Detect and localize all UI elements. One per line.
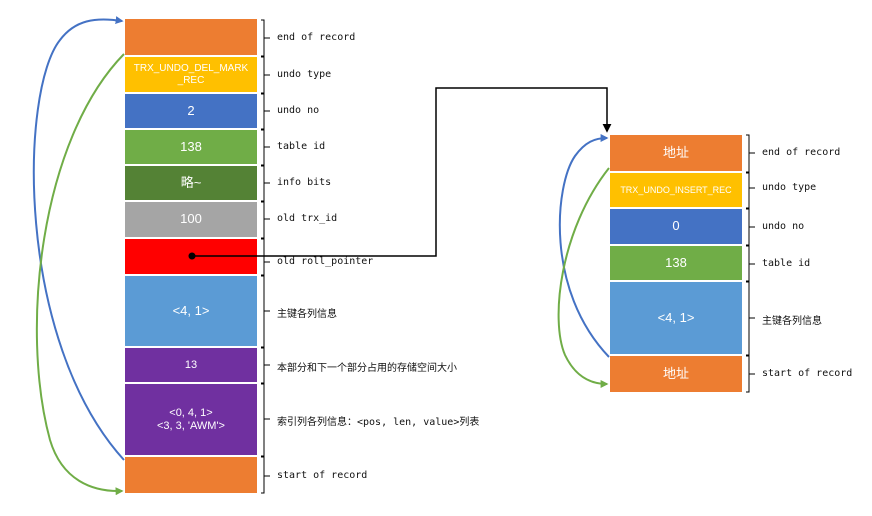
label-undo-no: undo no [762,221,805,232]
left-record-brackets [261,19,270,494]
label-primary-key-info: 主键各列信息 [762,316,822,327]
field-start-of-record: 地址 [609,355,743,393]
label-start-of-record: start of record [277,470,368,481]
right-record-brackets [746,134,755,393]
label-info-bits: info bits [277,177,332,188]
label-undo-no: undo no [277,105,320,116]
field-index-columns-info: <0, 4, 1> <3, 3, 'AWM'> [124,383,258,456]
label-index-columns-info: 索引列各列信息：<pos, len, value>列表 [277,417,480,428]
field-undo-type: TRX_UNDO_INSERT_REC [609,172,743,208]
label-table-id: table id [762,258,811,269]
field-end-of-record [124,18,258,56]
label-end-of-record: end of record [277,32,356,43]
field-undo-no: 2 [124,93,258,129]
field-end-of-record: 地址 [609,134,743,172]
field-size: 13 [124,347,258,383]
label-start-of-record: start of record [762,368,853,379]
label-size: 本部分和下一个部分占用的存储空间大小 [277,363,457,374]
label-old-trx-id: old trx_id [277,213,338,224]
roll-pointer-arrow [192,87,612,257]
label-old-roll-pointer: old roll_pointer [277,256,374,267]
label-table-id: table id [277,141,326,152]
field-table-id: 138 [124,129,258,165]
left-green-curved-arrow [35,53,125,496]
field-undo-no: 0 [609,208,743,245]
field-primary-key-info: <4, 1> [609,281,743,355]
left-blue-curved-arrow [32,16,125,461]
label-end-of-record: end of record [762,147,841,158]
field-table-id: 138 [609,245,743,281]
field-old-trx-id: 100 [124,201,258,238]
field-info-bits: 略~ [124,165,258,201]
field-primary-key-info: <4, 1> [124,275,258,347]
label-primary-key-info: 主键各列信息 [277,309,337,320]
right-green-curved-arrow [557,167,610,388]
label-undo-type: undo type [762,182,817,193]
field-undo-type: TRX_UNDO_DEL_MARK _REC [124,56,258,93]
field-start-of-record [124,456,258,494]
right-blue-curved-arrow [558,134,610,358]
label-undo-type: undo type [277,69,332,80]
